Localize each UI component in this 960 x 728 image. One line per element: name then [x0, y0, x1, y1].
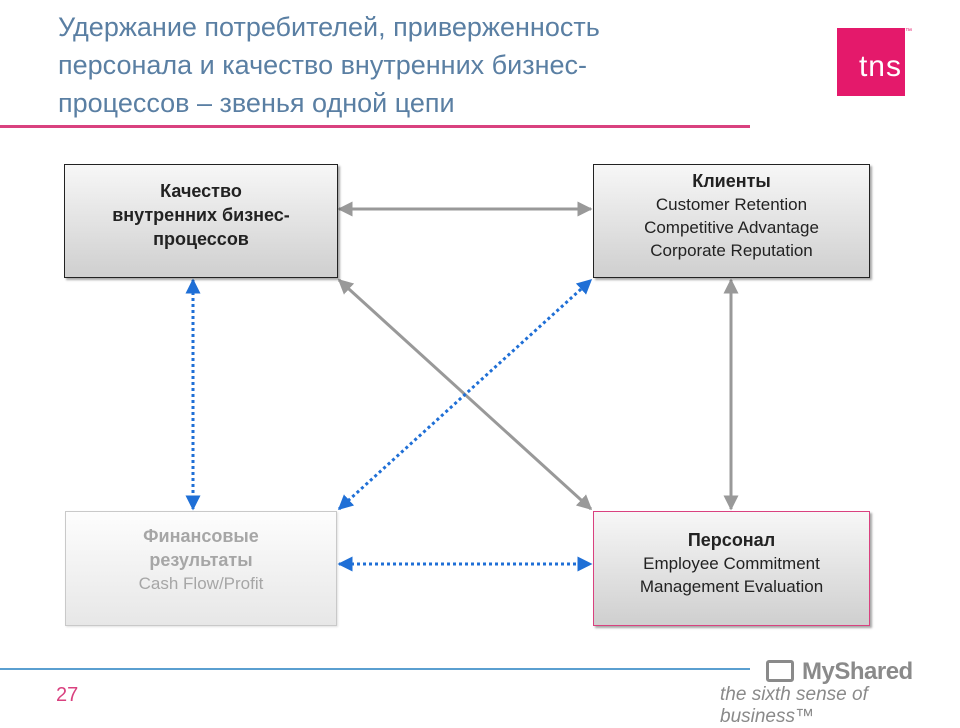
process-title-line-1: Качество	[160, 181, 242, 201]
finance-title-line-2: результаты	[149, 550, 253, 570]
watermark: MyShared	[768, 658, 913, 686]
finance-title-line-1: Финансовые	[143, 526, 259, 546]
staff-line: Employee Commitment	[643, 554, 820, 573]
title-divider	[0, 125, 750, 128]
clients-line: Competitive Advantage	[644, 218, 819, 237]
financial-results-box: Финансовые результаты Cash Flow/Profit	[65, 511, 337, 626]
tns-logo: tns	[837, 28, 905, 96]
page-number: 27	[56, 684, 79, 706]
process-title-line-3: процессов	[153, 229, 249, 249]
clients-box: Клиенты Customer Retention Competitive A…	[593, 164, 870, 278]
watermark-icon	[766, 660, 794, 682]
clients-line: Corporate Reputation	[650, 241, 813, 260]
process-quality-box: Качество внутренних бизнес- процессов	[64, 164, 338, 278]
finance-line: Cash Flow/Profit	[138, 574, 264, 593]
process-title-line-2: внутренних бизнес-	[112, 205, 290, 225]
staff-box: Персонал Employee Commitment Management …	[593, 511, 870, 626]
title-line-1: Удержание потребителей, приверженность	[58, 12, 600, 42]
footer-divider	[0, 668, 750, 670]
clients-line: Customer Retention	[655, 195, 808, 214]
title-line-2: персонала и качество внутренних бизнес-	[58, 50, 587, 80]
clients-title: Клиенты	[692, 171, 771, 191]
trademark-mark: ™	[905, 28, 912, 35]
watermark-text: MyShared	[802, 658, 913, 685]
page-title: Удержание потребителей, приверженность п…	[58, 8, 778, 122]
staff-title: Персонал	[687, 530, 776, 550]
staff-line: Management Evaluation	[639, 577, 824, 596]
title-line-3: процессов – звенья одной цепи	[58, 88, 455, 118]
slogan: the sixth sense of business™	[720, 684, 868, 727]
link-finance-clients	[337, 278, 593, 511]
